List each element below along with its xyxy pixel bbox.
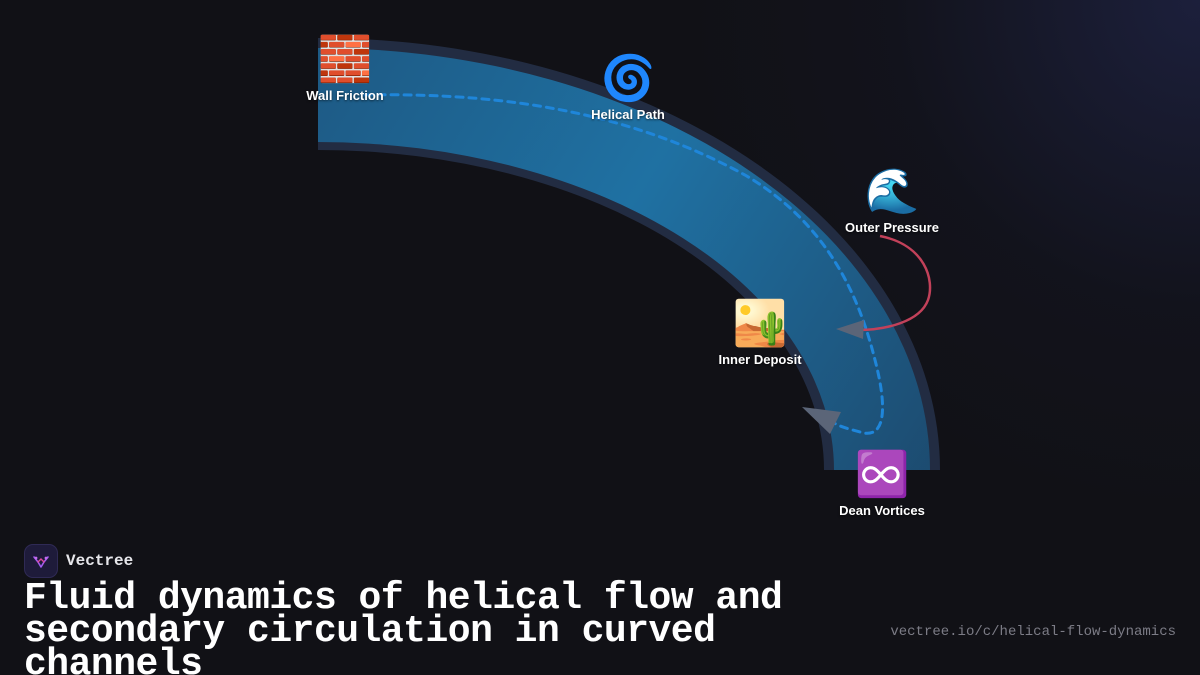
- node-outer-pressure: 🌊 Outer Pressure: [845, 166, 939, 235]
- helical-path-arrowhead: [802, 407, 841, 434]
- outer-pressure-arrow: [857, 234, 932, 332]
- infinity-icon: ♾️: [854, 449, 910, 500]
- node-inner-deposit: 🏜️ Inner Deposit: [718, 298, 801, 367]
- brick-wall-icon: 🧱: [317, 34, 373, 85]
- brand-name: Vectree: [66, 552, 134, 570]
- node-dean-vortices: ♾️ Dean Vortices: [839, 449, 925, 518]
- node-label: Dean Vortices: [839, 503, 925, 518]
- node-label: Outer Pressure: [845, 220, 939, 235]
- cyclone-icon: 🌀: [600, 53, 656, 104]
- node-label: Inner Deposit: [718, 352, 802, 367]
- node-label: Wall Friction: [306, 88, 384, 103]
- outer-pressure-arrowhead: [836, 320, 864, 339]
- source-url[interactable]: vectree.io/c/helical-flow-dynamics: [890, 624, 1176, 640]
- node-wall-friction: 🧱 Wall Friction: [306, 34, 384, 103]
- node-label: Helical Path: [591, 107, 665, 122]
- vectree-logo-icon: [24, 544, 58, 578]
- brand: Vectree: [24, 544, 133, 578]
- desert-icon: 🏜️: [732, 298, 788, 349]
- helical-path-line: [363, 93, 885, 435]
- page-title: Fluid dynamics of helical flow and secon…: [24, 577, 783, 675]
- node-helical-path: 🌀 Helical Path: [591, 53, 665, 122]
- curved-channel: [318, 48, 930, 470]
- water-wave-icon: 🌊: [864, 166, 920, 217]
